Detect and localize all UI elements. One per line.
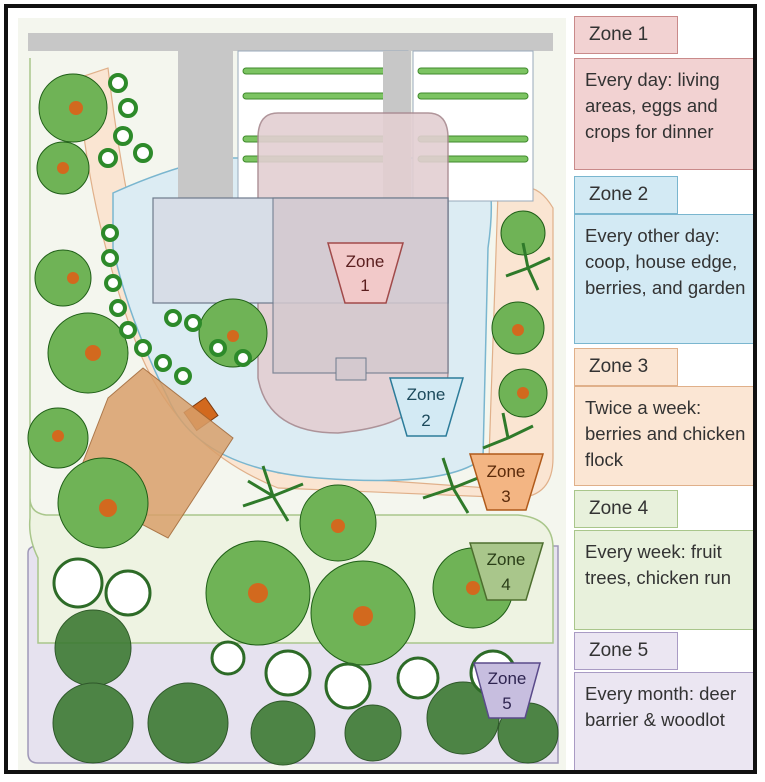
- driveway: [178, 33, 233, 203]
- zone-marker-3-label: Zone: [487, 462, 526, 481]
- legend-zone-1-title: Zone 1: [574, 16, 678, 54]
- property-map: Zone 1 Zone 2 Zone 3 Zone 4 Zone 5: [18, 18, 566, 770]
- zone-marker-3-num: 3: [501, 487, 510, 506]
- zone-marker-5-label: Zone: [488, 669, 527, 688]
- legend-zone-1-description: Every day: living areas, eggs and crops …: [574, 58, 757, 170]
- zone-marker-1-label: Zone: [346, 252, 385, 271]
- legend-zone-2-title: Zone 2: [574, 176, 678, 214]
- zone-marker-2-label: Zone: [407, 385, 446, 404]
- legend-zone-2-description: Every other day: coop, house edge, berri…: [574, 214, 757, 344]
- diagram-frame: Zone 1 Zone 2 Zone 3 Zone 4 Zone 5 Zone …: [4, 4, 757, 774]
- legend-zone-4-description: Every week: fruit trees, chicken run: [574, 530, 757, 630]
- legend-zone-3-title: Zone 3: [574, 348, 678, 386]
- zone-marker-5-num: 5: [502, 694, 511, 713]
- road: [28, 33, 553, 51]
- legend-zone-5-description: Every month: deer barrier & woodlot: [574, 672, 757, 772]
- legend-zone-5-title: Zone 5: [574, 632, 678, 670]
- zone-marker-4-label: Zone: [487, 550, 526, 569]
- zone-marker-4-num: 4: [501, 575, 510, 594]
- legend-zone-3-description: Twice a week: berries and chicken flock: [574, 386, 757, 486]
- zone-marker-1-num: 1: [360, 276, 369, 295]
- zone-marker-2-num: 2: [421, 411, 430, 430]
- legend-zone-4-title: Zone 4: [574, 490, 678, 528]
- porch: [336, 358, 366, 380]
